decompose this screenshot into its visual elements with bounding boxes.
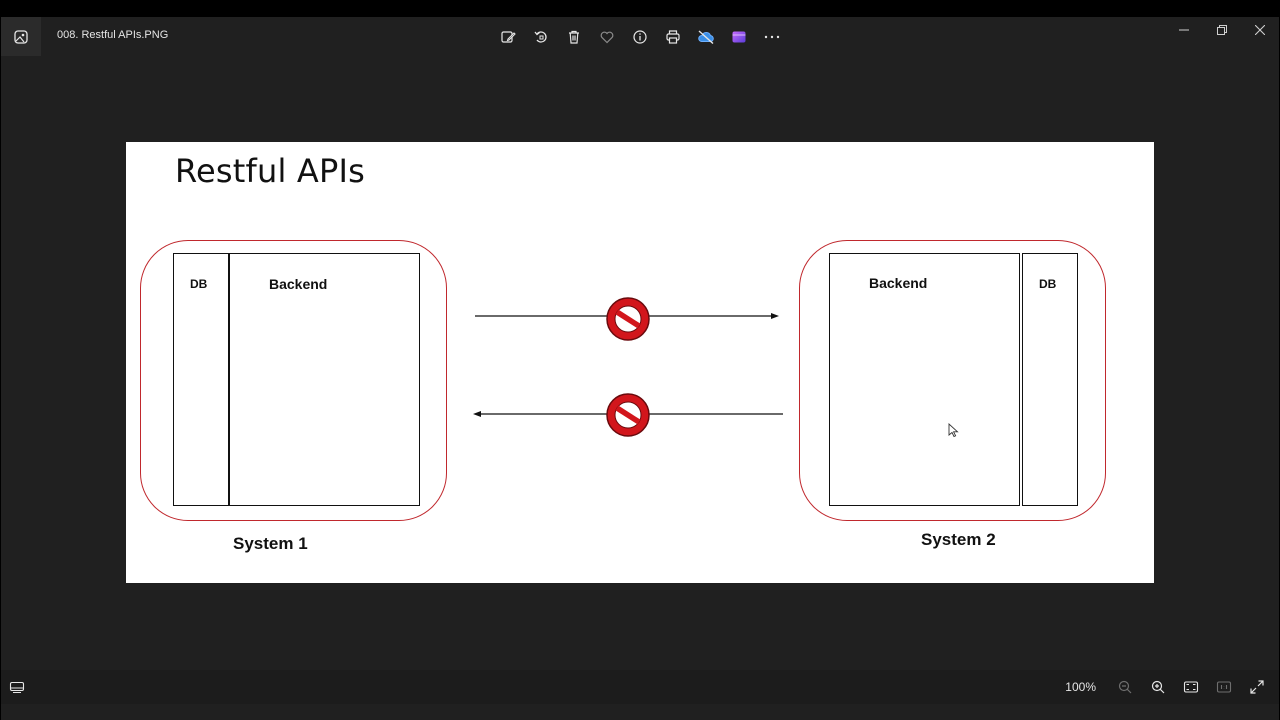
zoom-in-icon — [1151, 680, 1164, 694]
system-2-container — [799, 240, 1106, 521]
minimize-icon — [1179, 29, 1189, 31]
connection-arrows — [473, 297, 959, 438]
system-1-label: System 1 — [233, 534, 308, 553]
zoom-out-icon — [1118, 680, 1131, 694]
system-2-db-label: DB — [1039, 277, 1057, 291]
info-icon — [632, 29, 647, 44]
system-1-db-label: DB — [190, 277, 208, 291]
actual-size-icon — [1216, 681, 1231, 693]
heart-icon — [600, 31, 613, 43]
zoom-out-button[interactable] — [1108, 673, 1141, 701]
image-canvas: Restful APIs DB Backend System 1 Backend… — [126, 142, 1154, 583]
system-1-backend-label: Backend — [269, 276, 328, 292]
edit-image-button[interactable] — [491, 23, 524, 50]
delete-button[interactable] — [557, 23, 590, 50]
status-bar: 100% — [1, 670, 1279, 704]
window-controls — [1165, 17, 1279, 43]
fit-to-window-button[interactable] — [1174, 673, 1207, 701]
rotate-icon — [533, 30, 547, 43]
edit-icon — [500, 30, 516, 43]
photos-app-icon[interactable] — [1, 17, 41, 56]
fullscreen-button[interactable] — [1240, 673, 1273, 701]
favorite-button[interactable] — [590, 23, 623, 50]
system-1-db-box — [173, 253, 229, 506]
close-icon — [1255, 25, 1265, 35]
prohibited-icon — [606, 393, 650, 437]
clipchamp-icon — [732, 31, 745, 42]
file-info-button[interactable] — [623, 23, 656, 50]
photos-window: 008. Restful APIs.PNG — [1, 17, 1279, 720]
image-toolbar — [491, 23, 788, 50]
printer-icon — [665, 29, 680, 44]
cloud-off-icon — [697, 29, 714, 44]
prohibited-icon — [606, 297, 650, 341]
zoom-level[interactable]: 100% — [1065, 680, 1096, 694]
restore-icon — [1217, 25, 1227, 35]
print-button[interactable] — [656, 23, 689, 50]
zoom-in-button[interactable] — [1141, 673, 1174, 701]
system-2-backend-box — [829, 253, 1020, 506]
fullscreen-icon — [1249, 680, 1264, 694]
title-bar: 008. Restful APIs.PNG — [1, 17, 1279, 56]
system-2-db-box — [1022, 253, 1078, 506]
system-2-label: System 2 — [921, 530, 996, 549]
onedrive-button[interactable] — [689, 23, 722, 50]
actual-size-button[interactable] — [1207, 673, 1240, 701]
ellipsis-icon — [764, 35, 779, 38]
file-name-title: 008. Restful APIs.PNG — [57, 29, 169, 41]
more-options-button[interactable] — [755, 23, 788, 50]
close-button[interactable] — [1241, 17, 1279, 43]
trash-icon — [568, 30, 579, 44]
mouse-cursor-icon — [948, 422, 959, 438]
minimize-button[interactable] — [1165, 17, 1203, 43]
clipchamp-button[interactable] — [722, 23, 755, 50]
restore-button[interactable] — [1203, 17, 1241, 43]
system-2-backend-label: Backend — [869, 275, 928, 291]
rotate-button[interactable] — [524, 23, 557, 50]
zoom-controls: 100% — [1065, 673, 1273, 701]
filmstrip-toggle-button[interactable] — [7, 676, 27, 698]
slide-title: Restful APIs — [175, 152, 366, 190]
fit-to-window-icon — [1183, 681, 1198, 693]
system-1-container — [140, 240, 447, 521]
system-1-backend-box — [229, 253, 420, 506]
filmstrip-icon — [9, 681, 25, 693]
